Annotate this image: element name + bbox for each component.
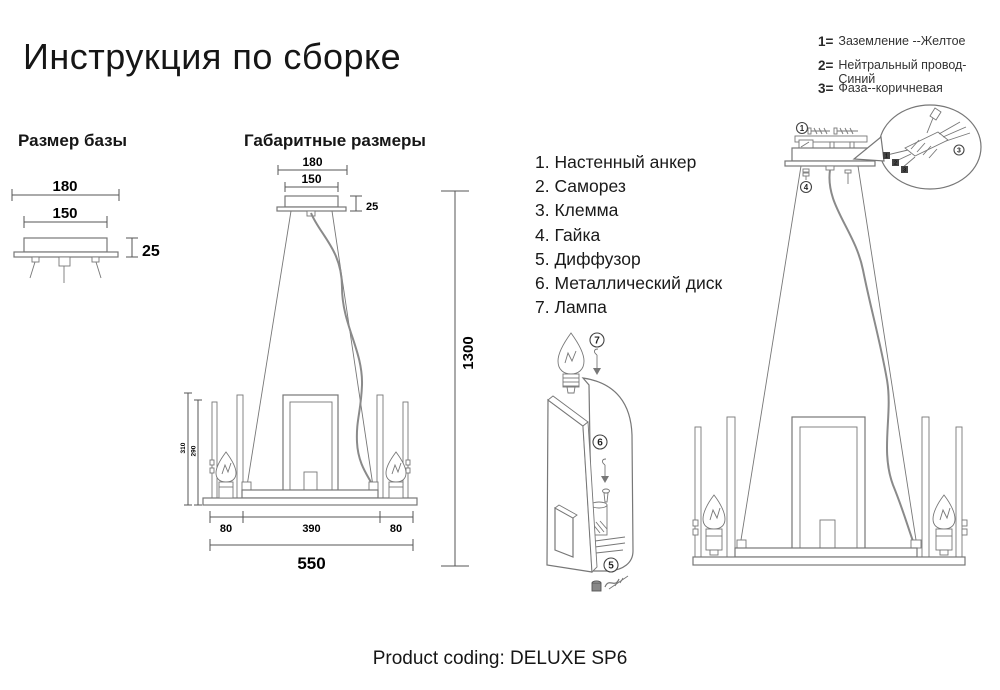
parts-list-item-3: 3. Клемма: [535, 200, 619, 221]
terminal-square-3: 3: [903, 168, 906, 174]
legend-row-phase: 3= Фаза--коричневая: [818, 81, 1000, 105]
product-coding: Product coding: DELUXE SP6: [372, 648, 628, 669]
exploded-lamp: [557, 332, 585, 394]
canopy-dim-outer-label: 180: [302, 155, 322, 169]
bottom-segment-dims: [209, 511, 414, 523]
page-title: Инструкция по сборке: [23, 36, 402, 77]
overall-dimensions-diagram: 180 150 25 1300 310 290: [180, 155, 477, 573]
total-width-dim: [209, 539, 414, 551]
canopy-dim-inner: [284, 182, 339, 192]
drop-height-label: 1300: [460, 336, 477, 369]
callout-disk-circle: [592, 434, 608, 450]
candle-bulb-right: [385, 451, 407, 499]
glass-inner-height-label: 290: [191, 445, 198, 456]
arrow-down-disk: [601, 458, 610, 503]
lamp-socket: [590, 501, 626, 554]
assembly-canopy: [784, 147, 876, 171]
terminal-block-icon: [886, 121, 971, 169]
screwdriver-icon: [926, 107, 942, 134]
legend-row-ground: 1= Заземление --Желтое: [818, 34, 1000, 58]
callout-anchor-num: 1: [800, 124, 805, 133]
callout-diffuser-circle: [603, 557, 619, 573]
callout-anchor-circle: [795, 121, 809, 135]
segment-center-label: 390: [302, 523, 320, 535]
callout-terminal-num: 3: [957, 148, 961, 155]
callout-disk-num: 6: [597, 438, 603, 449]
base-dim-height-label: 25: [142, 243, 160, 260]
arrow-down-lamp: [593, 348, 601, 375]
glass-outer-height-label: 310: [180, 442, 187, 453]
parts-list-item-2: 2. Саморез: [535, 176, 626, 197]
legend-label-phase: Фаза--коричневая: [838, 81, 943, 95]
terminal-square-2: 2: [894, 161, 897, 167]
legend-num-1: 1=: [818, 34, 834, 49]
canopy-dim-height: [350, 195, 362, 212]
power-cord: [310, 212, 374, 487]
total-width-label: 550: [297, 554, 325, 573]
mounting-bracket: [794, 127, 868, 150]
callout-nut-circle: [799, 180, 813, 194]
base-dim-inner-label: 150: [52, 205, 77, 222]
base-side-view: [13, 237, 119, 258]
callout-lamp-num: 7: [594, 336, 600, 347]
segment-left-label: 80: [220, 523, 232, 535]
assembly-fixture-body: [692, 416, 968, 566]
assembly-bulb-right: [932, 494, 956, 556]
base-hooks: [29, 256, 102, 283]
wiring-detail-balloon: 3 1 2 3: [852, 104, 982, 190]
base-size-heading: Размер базы: [18, 131, 128, 150]
parts-list-item-7: 7. Лампа: [535, 297, 607, 318]
base-size-diagram: 180 150 25: [11, 178, 160, 283]
base-dim-outer-label: 180: [52, 178, 77, 195]
callout-terminal-circle: [953, 144, 965, 156]
parts-list: 1. Настенный анкер 2. Саморез 3. Клемма …: [535, 150, 722, 319]
assembly-diagram: 1 4: [692, 104, 982, 566]
assembly-power-cord: [828, 169, 915, 545]
callout-lamp-circle: [589, 332, 605, 348]
drop-height-dim: [441, 190, 469, 567]
legend-row-neutral: 2= Нейтральный провод- Синий: [818, 57, 1000, 86]
callout-diffuser-num: 5: [608, 561, 614, 572]
base-dim-height: [126, 237, 138, 258]
segment-right-label: 80: [390, 523, 402, 535]
glass-height-dims: [184, 392, 202, 506]
legend-num-3: 3=: [818, 81, 834, 96]
wire-color-legend: 1= Заземление --Желтое 2= Нейтральный пр…: [818, 34, 1000, 105]
parts-list-item-4: 4. Гайка: [535, 224, 601, 245]
canopy-dim-outer: [277, 165, 348, 175]
legend-label-ground: Заземление --Желтое: [838, 34, 966, 48]
candle-bulb-left: [215, 451, 237, 499]
terminal-square-1: 1: [885, 154, 888, 160]
assembly-cables: [740, 165, 917, 541]
base-dim-inner: [23, 216, 108, 228]
terminal-square-labels: 1 2 3: [883, 152, 908, 174]
parts-list-item-6: 6. Металлический диск: [535, 273, 723, 294]
wall-anchor-icon: [807, 127, 858, 135]
parts-list-item-5: 5. Диффузор: [535, 248, 641, 269]
nut-and-screw: [802, 168, 852, 184]
fixture-body: [202, 394, 418, 506]
overall-size-heading: Габаритные размеры: [244, 131, 426, 150]
legend-label-neutral: Нейтральный провод- Синий: [838, 57, 967, 86]
fastener-screw-icon: [591, 575, 629, 592]
callout-nut-num: 4: [804, 183, 809, 192]
suspension-cables: [246, 210, 374, 487]
base-dim-outer: [11, 189, 120, 201]
legend-num-2: 2=: [818, 57, 834, 73]
parts-list-item-1: 1. Настенный анкер: [535, 152, 697, 172]
assembly-bulb-left: [702, 494, 726, 556]
exploded-view-diagram: 7 6 5: [546, 332, 634, 592]
canopy-dim-height-label: 25: [366, 201, 378, 213]
canopy-dim-inner-label: 150: [301, 172, 321, 186]
diffuser-panel: [546, 395, 598, 574]
